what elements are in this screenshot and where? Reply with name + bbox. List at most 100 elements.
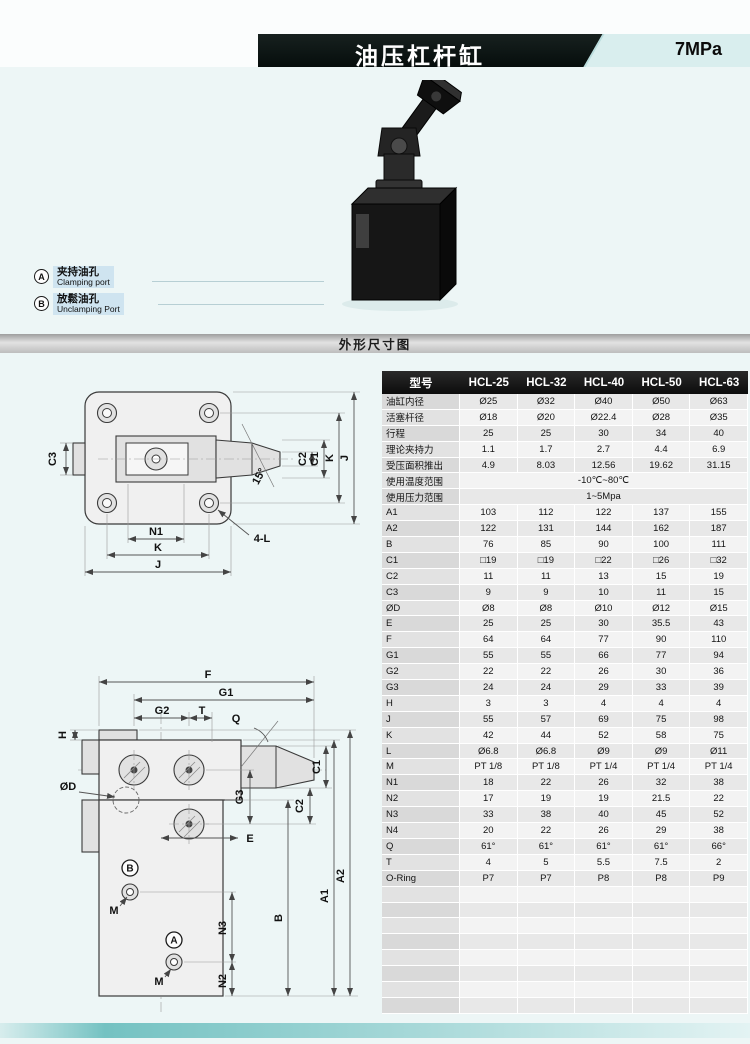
row-label: 使用温度范围 — [382, 473, 460, 490]
cell-value: 90 — [632, 632, 691, 649]
cell-value: 85 — [517, 537, 576, 553]
cell-value: 15 — [632, 568, 691, 585]
dim-c1: C1 — [309, 452, 321, 466]
cell-value: 4 — [575, 695, 633, 712]
pivot-circle-2 — [173, 750, 205, 790]
cell-value: PT 1/8 — [517, 759, 576, 776]
pivot-circle-1 — [118, 750, 150, 790]
cell-value — [690, 997, 748, 1014]
cell-value — [632, 966, 691, 982]
cell-value — [690, 918, 748, 935]
row-label: J — [382, 711, 460, 728]
cell-value: 162 — [632, 521, 691, 538]
cell-value: 7.5 — [632, 854, 691, 871]
cell-value — [575, 981, 633, 998]
section-bar: 外形尺寸图 — [0, 334, 750, 353]
cell-value: Ø40 — [575, 394, 633, 410]
row-label: 使用压力范围 — [382, 489, 460, 506]
cell-value: 44 — [517, 727, 576, 744]
cell-value: Ø8 — [517, 600, 576, 617]
cell-value: 1.1 — [460, 441, 518, 458]
cell-value: 42 — [460, 727, 518, 744]
cell-value: 26 — [575, 664, 633, 681]
header-cell-hcl40: HCL-40 — [583, 376, 625, 389]
cell-value: 112 — [517, 505, 576, 522]
row-label: 行程 — [382, 425, 460, 442]
cell-value: PT 1/4 — [632, 759, 691, 776]
dim-g1: G1 — [219, 687, 234, 699]
cell-value: Ø9 — [632, 743, 691, 760]
cell-value: 32 — [632, 775, 691, 792]
cell-value: 6.9 — [690, 441, 748, 458]
cell-value: □22 — [575, 552, 633, 569]
cell-value — [575, 918, 633, 935]
port-a-symbol: A — [34, 269, 49, 285]
footer-strip — [0, 1023, 750, 1038]
dim-a2: A2 — [335, 869, 347, 883]
cell-value: 3 — [460, 695, 518, 712]
row-label: G2 — [382, 664, 460, 681]
leader-line-b — [158, 304, 324, 305]
cell-value: 29 — [575, 680, 633, 696]
dim-b: B — [273, 914, 285, 922]
cell-value: □19 — [460, 552, 518, 569]
cell-value: 39 — [690, 680, 748, 696]
cell-value: 33 — [460, 807, 518, 824]
dim-n2: N2 — [217, 974, 229, 988]
cell-value: 61° — [517, 838, 576, 855]
cell-value: 25 — [517, 425, 576, 442]
row-label: T — [382, 854, 460, 871]
cell-value: 52 — [575, 727, 633, 744]
cell-value: 24 — [517, 680, 576, 696]
cell-value: Ø50 — [632, 394, 691, 410]
cell-value: 75 — [690, 727, 748, 744]
cell-value — [517, 886, 576, 903]
cell-value: 187 — [690, 521, 748, 538]
dim-t: T — [199, 705, 206, 717]
cell-value: 26 — [575, 775, 633, 792]
row-label: G3 — [382, 680, 460, 696]
cell-value — [690, 966, 748, 982]
cell-value — [575, 934, 633, 951]
row-label — [382, 981, 460, 998]
dim-n3: N3 — [217, 921, 229, 935]
cell-value: 22 — [517, 775, 576, 792]
cell-value: 19 — [575, 791, 633, 808]
dim-k-right: K — [324, 454, 336, 462]
cell-value: Ø6.8 — [517, 743, 576, 760]
cell-value: 22 — [517, 664, 576, 681]
row-label: O-Ring — [382, 870, 460, 887]
cell-value: 64 — [460, 632, 518, 649]
row-label: E — [382, 616, 460, 633]
cell-value: 19.62 — [632, 457, 691, 474]
cell-value: 55 — [517, 648, 576, 665]
cell-value: 64 — [517, 632, 576, 649]
cell-value: 2.7 — [575, 441, 633, 458]
dim-j-right: J — [339, 455, 351, 461]
cell-value: 21.5 — [632, 791, 691, 808]
row-label: 油缸内径 — [382, 394, 460, 410]
cell-value: 111 — [690, 537, 748, 553]
od-circle — [112, 786, 140, 814]
cell-value: 110 — [690, 632, 748, 649]
cell-value — [460, 902, 518, 919]
flange-outline — [72, 391, 296, 525]
row-label: 活塞杆径 — [382, 409, 460, 426]
cell-value: 38 — [517, 807, 576, 824]
cell-value: 34 — [632, 425, 691, 442]
cell-value — [632, 997, 691, 1014]
cell-value: □26 — [632, 552, 691, 569]
